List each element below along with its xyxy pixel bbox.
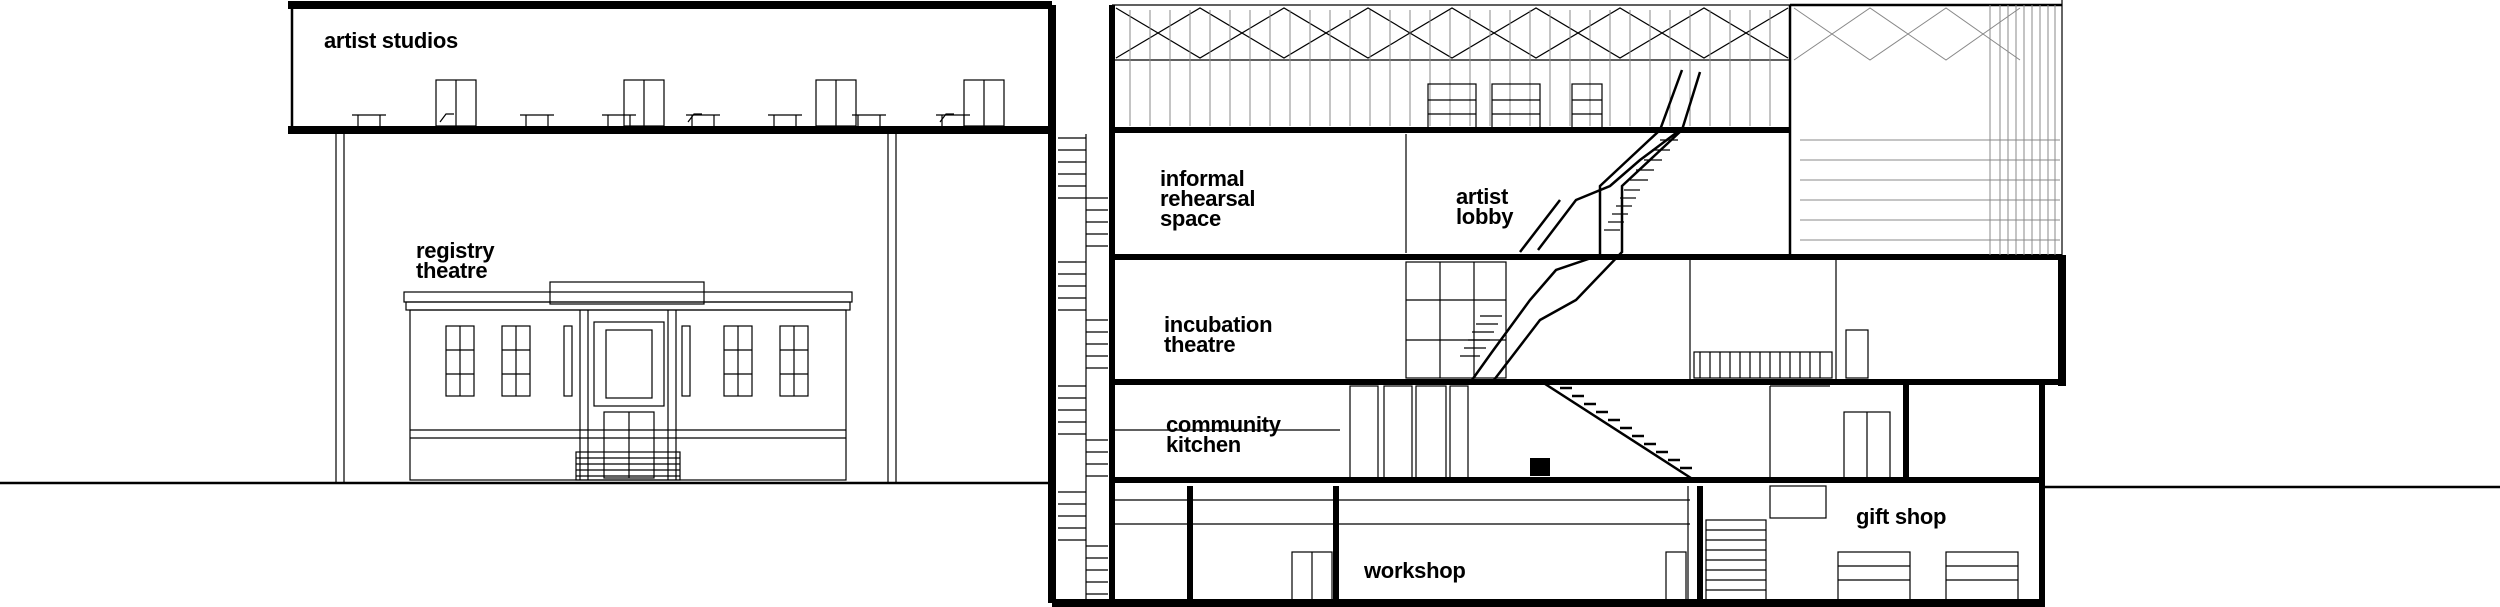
label-registry-theatre-line2: theatre: [416, 258, 487, 283]
label-artist-lobby-line2: lobby: [1456, 204, 1514, 229]
label-informal-line1: informal: [1160, 166, 1244, 191]
registry-theatre-facade: [403, 281, 853, 481]
glazed-volume: [1788, 0, 2063, 257]
core-stair: [1058, 134, 1108, 600]
feature-stair-treads: [1460, 139, 1678, 357]
kitchen-details: [1112, 382, 1909, 481]
top-shelving: [1427, 83, 1603, 129]
label-incubation-line2: theatre: [1164, 332, 1235, 357]
label-informal-line3: space: [1160, 206, 1221, 231]
label-informal-line2: rehearsal: [1160, 186, 1255, 211]
label-gift-shop: gift shop: [1856, 504, 1946, 529]
label-artist-studios: artist studios: [324, 28, 458, 53]
roof-truss: [1112, 4, 1790, 61]
label-artist-lobby-line1: artist: [1456, 184, 1509, 209]
label-registry-theatre-line1: registry: [416, 238, 495, 263]
main-building: [1048, 0, 2066, 607]
incubation-details: [1405, 257, 1869, 382]
registry-theatre-hall: [335, 134, 897, 483]
ground-line: [0, 481, 2500, 489]
ground-floor-details: [1112, 485, 2019, 601]
label-community-line1: community: [1166, 412, 1282, 437]
descending-stair: [1530, 380, 1695, 482]
room-labels: artist studios registry theatre informal…: [324, 28, 1946, 583]
label-incubation-line1: incubation: [1164, 312, 1272, 337]
label-community-line2: kitchen: [1166, 432, 1241, 457]
roof-cladding-lines: [1129, 10, 1771, 126]
artist-studios-level: [288, 1, 1052, 134]
label-workshop: workshop: [1363, 558, 1466, 583]
studio-furniture: [352, 79, 1005, 127]
